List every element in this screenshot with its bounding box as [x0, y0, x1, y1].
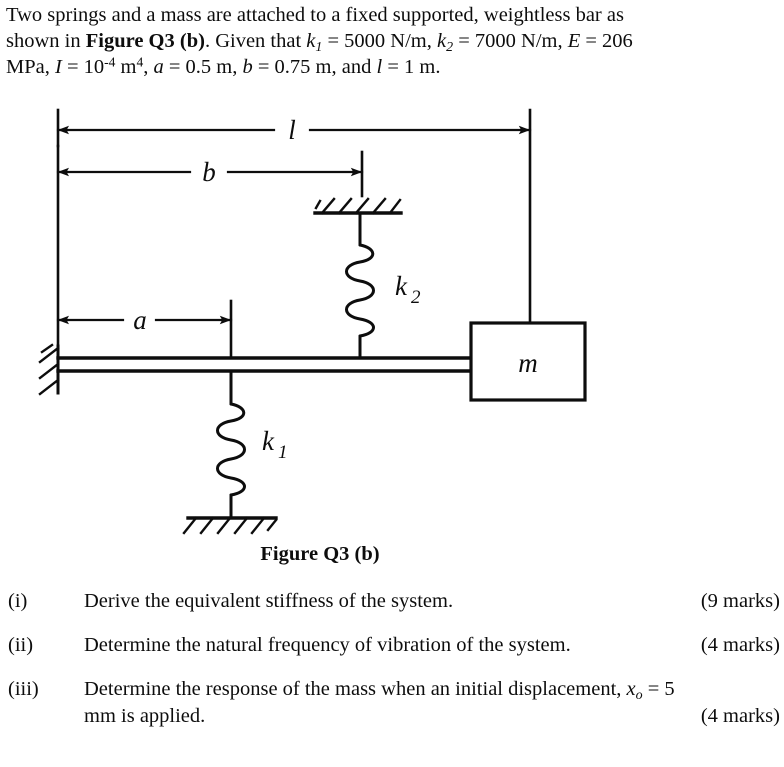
spring-k1: [216, 369, 246, 520]
figure-reference: Figure Q3 (b): [85, 30, 205, 52]
label-length-l: l: [288, 115, 296, 145]
question-marks-i: (9 marks): [700, 590, 780, 612]
value-I-unit-exponent: 4: [136, 54, 144, 70]
value-b: = 0.75 m, and: [252, 56, 377, 78]
problem-line2-intro: shown in: [6, 30, 86, 52]
label-spring-k2: k 2: [395, 271, 421, 308]
question-text-iii-line2-row: mm is applied. (4 marks): [84, 703, 780, 730]
question-label-iii: (iii): [8, 678, 39, 700]
symbol-k1: k: [306, 30, 316, 52]
symbol-b: b: [242, 56, 253, 78]
question-text-iii-line1: Determine the response of the mass when …: [84, 676, 780, 703]
symbol-a: a: [153, 56, 164, 78]
label-length-b: b: [202, 157, 216, 187]
figure-q3b-diagram: l b a k 2 k 1 m: [0, 96, 784, 541]
ceiling-support-hatching: [314, 197, 402, 215]
label-length-a: a: [133, 305, 147, 335]
spring-k2-coils: [345, 243, 375, 338]
question-marks-ii: (4 marks): [700, 634, 780, 656]
symbol-k2-subscript: 2: [446, 39, 454, 55]
value-I-base: = 10: [61, 56, 105, 78]
value-l: = 1 m.: [382, 56, 441, 78]
mass-block: [469, 321, 587, 402]
problem-line-2: shown in Figure Q3 (b). Given that k1 = …: [6, 28, 778, 54]
problem-line2-given: . Given that: [204, 30, 307, 52]
problem-line-3: MPa, I = 10-4 m4, a = 0.5 m, b = 0.75 m,…: [6, 54, 778, 80]
symbol-k2: k: [437, 30, 447, 52]
label-spring-k1: k 1: [262, 426, 288, 463]
symbol-k1-subscript: 1: [315, 39, 323, 55]
question-body-ii: Determine the natural frequency of vibra…: [84, 632, 780, 659]
ground-support-hatching: [182, 516, 278, 535]
question-iii-text-post: = 5: [642, 678, 675, 700]
wall-support-hatching: [38, 343, 60, 396]
question-text-ii: Determine the natural frequency of vibra…: [84, 634, 571, 656]
value-E: = 206: [580, 30, 633, 52]
spring-k1-coils: [216, 402, 246, 497]
question-item-iii: (iii) Determine the response of the mass…: [0, 676, 784, 730]
label-spring-k1-subscript: 1: [278, 442, 288, 463]
value-a: = 0.5 m,: [163, 56, 243, 78]
symbol-I: I: [54, 56, 62, 78]
question-item-ii: (ii) Determine the natural frequency of …: [0, 632, 784, 659]
value-I-unit: m: [115, 56, 137, 78]
value-k1: = 5000 N/m,: [322, 30, 437, 52]
separator-1: ,: [143, 56, 154, 78]
question-marks-iii: (4 marks): [700, 705, 780, 727]
question-iii-text-pre: Determine the response of the mass when …: [84, 678, 627, 700]
symbol-x0: x: [626, 678, 636, 700]
question-body-iii: Determine the response of the mass when …: [84, 676, 780, 730]
problem-statement: Two springs and a mass are attached to a…: [6, 2, 778, 80]
questions-list: (i) Derive the equivalent stiffness of t…: [0, 588, 784, 747]
figure-caption: Figure Q3 (b): [260, 543, 380, 565]
question-text-iii-line2: mm is applied.: [84, 705, 206, 727]
symbol-l: l: [376, 56, 383, 78]
symbol-x0-subscript: o: [635, 687, 643, 703]
question-label-i: (i): [8, 590, 28, 612]
question-body-i: Derive the equivalent stiffness of the s…: [84, 588, 780, 615]
question-text-i: Derive the equivalent stiffness of the s…: [84, 590, 454, 612]
label-spring-k2-symbol: k: [395, 271, 408, 301]
spring-k2: [345, 211, 375, 360]
symbol-E: E: [567, 30, 581, 52]
label-spring-k1-symbol: k: [262, 426, 275, 456]
label-spring-k2-subscript: 2: [411, 287, 421, 308]
problem-line-1: Two springs and a mass are attached to a…: [6, 4, 624, 26]
value-I-exponent: -4: [104, 54, 116, 70]
unit-mpa: MPa,: [6, 56, 55, 78]
label-mass: m: [518, 348, 538, 378]
question-label-ii: (ii): [8, 634, 34, 656]
question-item-i: (i) Derive the equivalent stiffness of t…: [0, 588, 784, 615]
value-k2: = 7000 N/m,: [453, 30, 568, 52]
